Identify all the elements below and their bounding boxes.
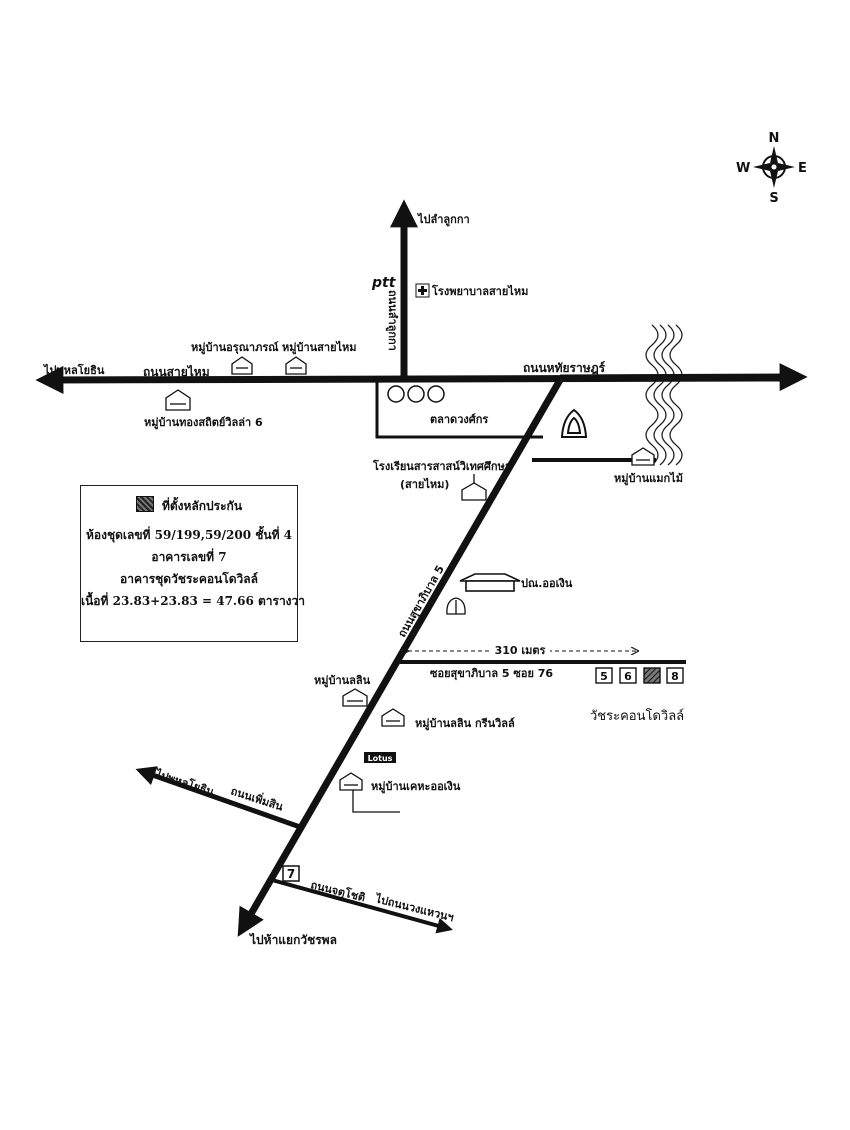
shell-icon [446, 597, 466, 615]
compass-north: N [769, 131, 780, 146]
house-icon [339, 772, 363, 791]
road-label-hathai-rat: ถนนหทัยราษฎร์ [523, 361, 606, 375]
temple-icon [560, 408, 588, 438]
road-khe-ha-spur [352, 790, 400, 813]
road-phoem-sin [135, 766, 301, 830]
river-icon [645, 324, 683, 466]
hospital-label: โรงพยาบาลสายไหม [431, 284, 528, 298]
market-label: ตลาดวงศ์กร [430, 413, 488, 426]
compass-south: S [769, 191, 778, 206]
post-office-icon [459, 573, 521, 592]
house-icon [165, 389, 191, 411]
lotus-label: Lotus [368, 754, 393, 763]
direction-phahonyothin-top: ไปพหลโยธิน [42, 363, 105, 377]
house-icon [231, 356, 253, 375]
village-maekmai-label: หมู่บ้านแมกไม้ [614, 471, 683, 486]
house-icon [285, 356, 307, 375]
direction-phahonyothin-bottom: ไปพหลโยธิน [152, 766, 216, 799]
legend-line-3: อาคารชุดวัชระคอนโดวิลล์ [120, 572, 258, 586]
svg-text:6: 6 [624, 670, 632, 683]
school-label-line2: (สายไหม) [400, 477, 449, 491]
post-office-label: ปณ.ออเงิน [521, 577, 573, 590]
distance-label: 310 เมตร [495, 644, 546, 657]
legend-line-4: เนื้อที่ 23.83+23.83 = 47.66 ตารางวา [81, 594, 306, 608]
legend-line-1: ห้องชุดเลขที่ 59/199,59/200 ชั้นที่ 4 [85, 528, 293, 542]
village-aroonparn-label: หมู่บ้านอรุณาภรณ์ [191, 341, 279, 355]
seven-eleven-icon [282, 865, 300, 882]
road-label-sai-mai: ถนนสายไหม [143, 364, 210, 379]
direction-lam-luk-ka: ไปลำลูกกา [416, 212, 470, 227]
house-icon [342, 688, 368, 707]
road-market-loop [375, 381, 543, 439]
condo-building-5: 5 [595, 667, 613, 684]
house-icon [381, 708, 405, 727]
condo-building-7-highlighted: 7 [643, 667, 661, 684]
collateral-legend: ที่ตั้งหลักประกัน ห้องชุดเลขที่ 59/199,5… [80, 485, 306, 642]
ptt-logo: ptt [371, 275, 397, 291]
village-thongsathit-label: หมู่บ้านทองสถิตย์วิลล่า 6 [144, 416, 263, 430]
condo-building-6: 6 [619, 667, 637, 684]
road-chatuchot [271, 878, 453, 934]
village-khe-ha-label: หมู่บ้านเคหะออเงิน [371, 780, 461, 794]
collateral-swatch-icon [135, 496, 154, 512]
school-label-line1: โรงเรียนสารสาสน์วิเทศศึกษา [372, 459, 511, 473]
legend-line-2: อาคารเลขที่ 7 [151, 550, 227, 564]
road-hathai-rat-east [559, 363, 808, 392]
bank-logos-icon [387, 385, 445, 403]
hospital-cross-icon [415, 283, 430, 298]
school-icon [461, 474, 487, 501]
condo-building-8: 8 [666, 667, 684, 684]
house-icon [631, 447, 655, 466]
seven-eleven-label: 7 [287, 867, 295, 881]
compass-west: W [736, 161, 750, 176]
roads [35, 199, 808, 937]
village-lalin-label: หมู่บ้านลลิน [314, 674, 371, 688]
direction-watcharapol: ไปห้าแยกวัชรพล [248, 932, 337, 947]
lotus-logo-icon [364, 752, 396, 763]
road-label-lam-luk-ka: ถนนลำลูกกา [385, 290, 399, 351]
road-label-phoem-sin: ถนนเพิ่มสิน [229, 783, 286, 814]
svg-text:5: 5 [600, 670, 608, 683]
legend-title-row: ที่ตั้งหลักประกัน [81, 496, 297, 516]
road-label-soi-76: ซอยสุขาภิบาล 5 ซอย 76 [430, 667, 553, 681]
legend-title: ที่ตั้งหลักประกัน [161, 499, 243, 513]
road-label-sukhaphiban-5: ถนนสุขาภิบาล 5 [395, 563, 447, 640]
svg-text:8: 8 [671, 670, 679, 683]
village-sai-mai-label: หมู่บ้านสายไหม [282, 340, 357, 355]
compass-east: E [798, 161, 807, 176]
condo-name-label: วัชระคอนโดวิลล์ [590, 708, 684, 724]
compass-icon: N S E W [736, 131, 807, 206]
village-lalin-greenville-label: หมู่บ้านลลิน กรีนวิลล์ [415, 717, 515, 731]
road-label-chatuchot: ถนนจตุโชติ [309, 877, 367, 905]
